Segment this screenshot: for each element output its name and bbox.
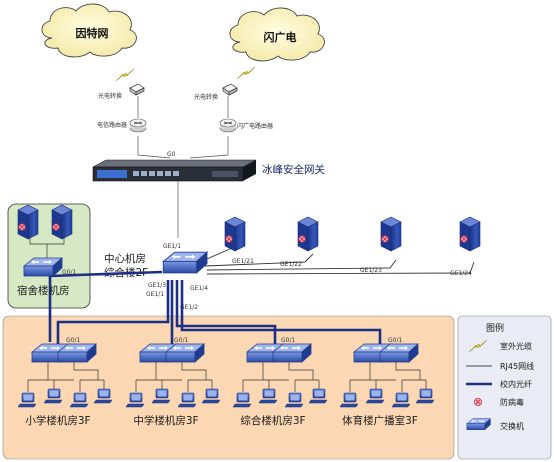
converter-left-label: 光电转换 bbox=[98, 92, 122, 100]
port-ge1-4: GE1/4 bbox=[190, 285, 208, 292]
server-icon bbox=[297, 216, 319, 252]
router-right-label: 闪广电路由器 bbox=[237, 122, 273, 130]
port-ge1-21: GE1/21 bbox=[232, 258, 254, 265]
core-switch-icon bbox=[162, 251, 208, 274]
dorm-label: 宿舍楼机房 bbox=[17, 284, 70, 297]
port-ge1-2: GE1/2 bbox=[180, 304, 198, 311]
legend-title: 图例 bbox=[486, 322, 504, 334]
building-port: G0/1 bbox=[66, 337, 80, 344]
port-g0-label: G0 bbox=[167, 151, 176, 158]
port-ge1-22: GE1/22 bbox=[280, 261, 302, 268]
building-label: 综合楼机房3F bbox=[240, 414, 305, 427]
building-group: G0/1 综合楼机房3F bbox=[232, 337, 328, 427]
rj45-links bbox=[350, 362, 426, 381]
rj45-links bbox=[28, 362, 104, 381]
legend-item-rj45: RJ45网线 bbox=[500, 361, 534, 371]
router-left-icon bbox=[129, 118, 147, 133]
building-port: G0/1 bbox=[388, 337, 402, 344]
legend-item-fiber: 校内光纤 bbox=[500, 379, 532, 389]
cloud-internet: 因特网 bbox=[41, 3, 137, 58]
legend-item-outdoor-cable: 室外光缆 bbox=[500, 341, 532, 351]
router-right-icon bbox=[219, 118, 237, 133]
server-links bbox=[199, 247, 475, 275]
outdoor-cable-icon bbox=[115, 68, 135, 82]
cloud-broadcast: 闪广电 bbox=[229, 7, 325, 62]
building-group: G0/1 体育楼广播室3F bbox=[339, 337, 435, 427]
rj45-links bbox=[136, 362, 212, 381]
dorm-port: G0/1 bbox=[62, 269, 76, 276]
port-ge1-3: GE1/3 bbox=[148, 282, 166, 289]
building-port: G0/1 bbox=[174, 337, 188, 344]
port-ge1-24: GE1/24 bbox=[450, 270, 472, 277]
legend-item-switch: 交换机 bbox=[500, 421, 524, 431]
server-icon bbox=[224, 216, 246, 252]
legend-antivirus-icon bbox=[474, 398, 482, 406]
core-label-line1: 中心机房 bbox=[104, 252, 146, 265]
building-groups: G0/1 小学楼机房3F G0/1 中学楼机房3F G0/1 综合楼机房3F G0/1 体育楼… bbox=[17, 337, 435, 427]
dorm-server-icon bbox=[17, 204, 39, 240]
router-left-label: 电信路由器 bbox=[97, 121, 127, 129]
converter-right-label: 光电转换 bbox=[194, 93, 218, 101]
cloud-broadcast-label: 闪广电 bbox=[264, 30, 297, 44]
gateway-label: 冰峰安全网关 bbox=[262, 163, 325, 176]
rj45-links bbox=[243, 362, 319, 381]
outdoor-cable-icon bbox=[236, 66, 256, 80]
port-ge1-1-bottom: GE1/1 bbox=[146, 291, 164, 298]
building-group: G0/1 小学楼机房3F bbox=[17, 337, 113, 427]
fiber-trunks bbox=[48, 270, 382, 344]
campus-area bbox=[2, 315, 455, 460]
dorm-server-icon bbox=[51, 204, 73, 240]
port-ge1-1-top: GE1/1 bbox=[163, 243, 181, 250]
security-gateway bbox=[92, 159, 257, 182]
building-label: 中学楼机房3F bbox=[133, 414, 198, 427]
building-label: 体育楼广播室3F bbox=[342, 414, 418, 427]
building-label: 小学楼机房3F bbox=[25, 414, 90, 427]
legend-item-antivirus: 防病毒 bbox=[500, 397, 524, 407]
converter-right-icon bbox=[222, 83, 238, 96]
server-icon bbox=[459, 216, 481, 252]
port-ge1-23: GE1/23 bbox=[360, 267, 382, 274]
server-icon bbox=[380, 216, 402, 252]
building-group: G0/1 中学楼机房3F bbox=[125, 337, 221, 427]
cloud-internet-label: 因特网 bbox=[76, 26, 109, 40]
converter-left-icon bbox=[129, 83, 145, 96]
wan-links bbox=[137, 96, 229, 238]
building-port: G0/1 bbox=[281, 337, 295, 344]
